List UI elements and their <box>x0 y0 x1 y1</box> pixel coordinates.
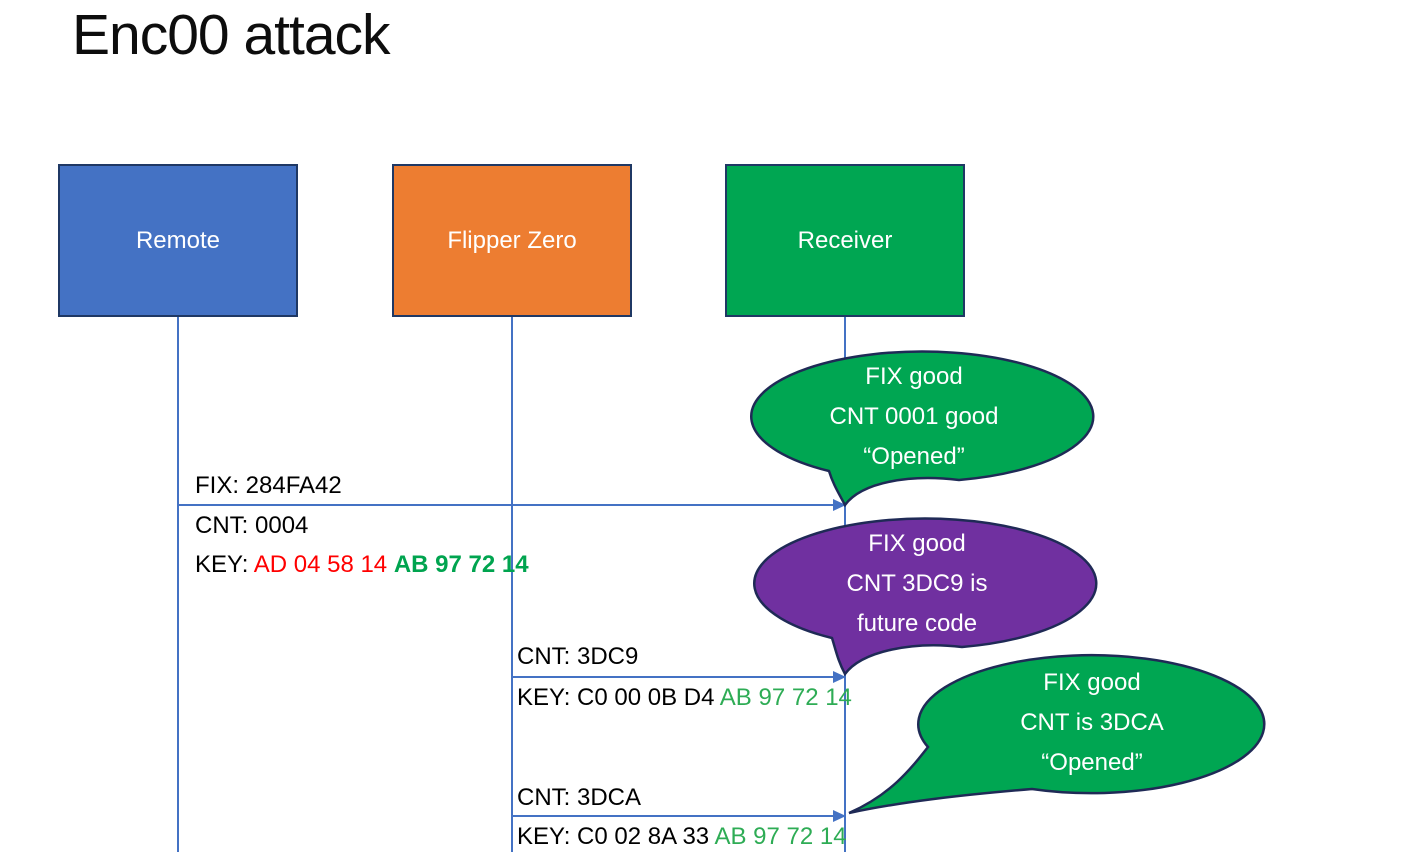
key-prefix: KEY: C0 00 0B D4 <box>517 684 720 711</box>
bubble-line: FIX good <box>868 530 966 557</box>
message3-cnt-label: CNT: 3DCA <box>517 784 642 811</box>
key-hex-green: AB 97 72 14 <box>393 551 529 578</box>
key-prefix: KEY: <box>195 551 254 578</box>
speech-bubble-2-text: FIX good CNT 3DC9 is future code <box>745 524 1089 644</box>
actor-label-receiver: Receiver <box>797 226 893 254</box>
bubble-line: CNT 3DC9 is <box>846 570 988 597</box>
actor-box-remote: Remote <box>58 164 298 317</box>
bubble-line: CNT is 3DCA <box>1020 709 1164 736</box>
message2-cnt-label: CNT: 3DC9 <box>517 643 639 670</box>
actor-label-flipper-zero: Flipper Zero <box>447 226 577 254</box>
key-hex-green: AB 97 72 14 <box>719 684 852 711</box>
actor-box-receiver: Receiver <box>725 164 965 317</box>
message3-key-label: KEY: C0 02 8A 33 AB 97 72 14 <box>517 823 847 851</box>
key-hex-red: AD 04 58 14 <box>253 551 394 578</box>
speech-bubble-1-text: FIX good CNT 0001 good “Opened” <box>742 357 1086 477</box>
message-arrow-flipper-to-receiver-2 <box>512 809 846 822</box>
actor-label-remote: Remote <box>135 226 221 254</box>
message2-key-label: KEY: C0 00 0B D4 AB 97 72 14 <box>517 684 852 712</box>
message-arrow-flipper-to-receiver-1 <box>512 670 846 683</box>
bubble-line: future code <box>856 610 978 637</box>
message-arrow-remote-to-receiver <box>178 498 846 511</box>
bubble-line: CNT 0001 good <box>829 403 999 430</box>
actor-box-flipper-zero: Flipper Zero <box>392 164 632 317</box>
bubble-line: “Opened” <box>1041 749 1143 776</box>
lifeline-flipper-zero <box>511 317 513 852</box>
key-hex-green: AB 97 72 14 <box>714 823 847 850</box>
bubble-line: FIX good <box>865 363 963 390</box>
page-title: Enc00 attack <box>72 3 391 67</box>
arrowhead-icon <box>833 670 846 683</box>
key-prefix: KEY: C0 02 8A 33 <box>517 823 715 850</box>
message1-cnt-label: CNT: 0004 <box>195 512 309 539</box>
arrowhead-icon <box>833 498 846 511</box>
message1-key-label: KEY: AD 04 58 14 AB 97 72 14 <box>195 551 529 579</box>
lifeline-remote <box>177 317 179 852</box>
message1-fix-label: FIX: 284FA42 <box>195 472 342 499</box>
bubble-line: “Opened” <box>863 443 965 470</box>
speech-bubble-3-text: FIX good CNT is 3DCA “Opened” <box>918 663 1266 783</box>
bubble-line: FIX good <box>1043 669 1141 696</box>
arrowhead-icon <box>833 809 846 822</box>
